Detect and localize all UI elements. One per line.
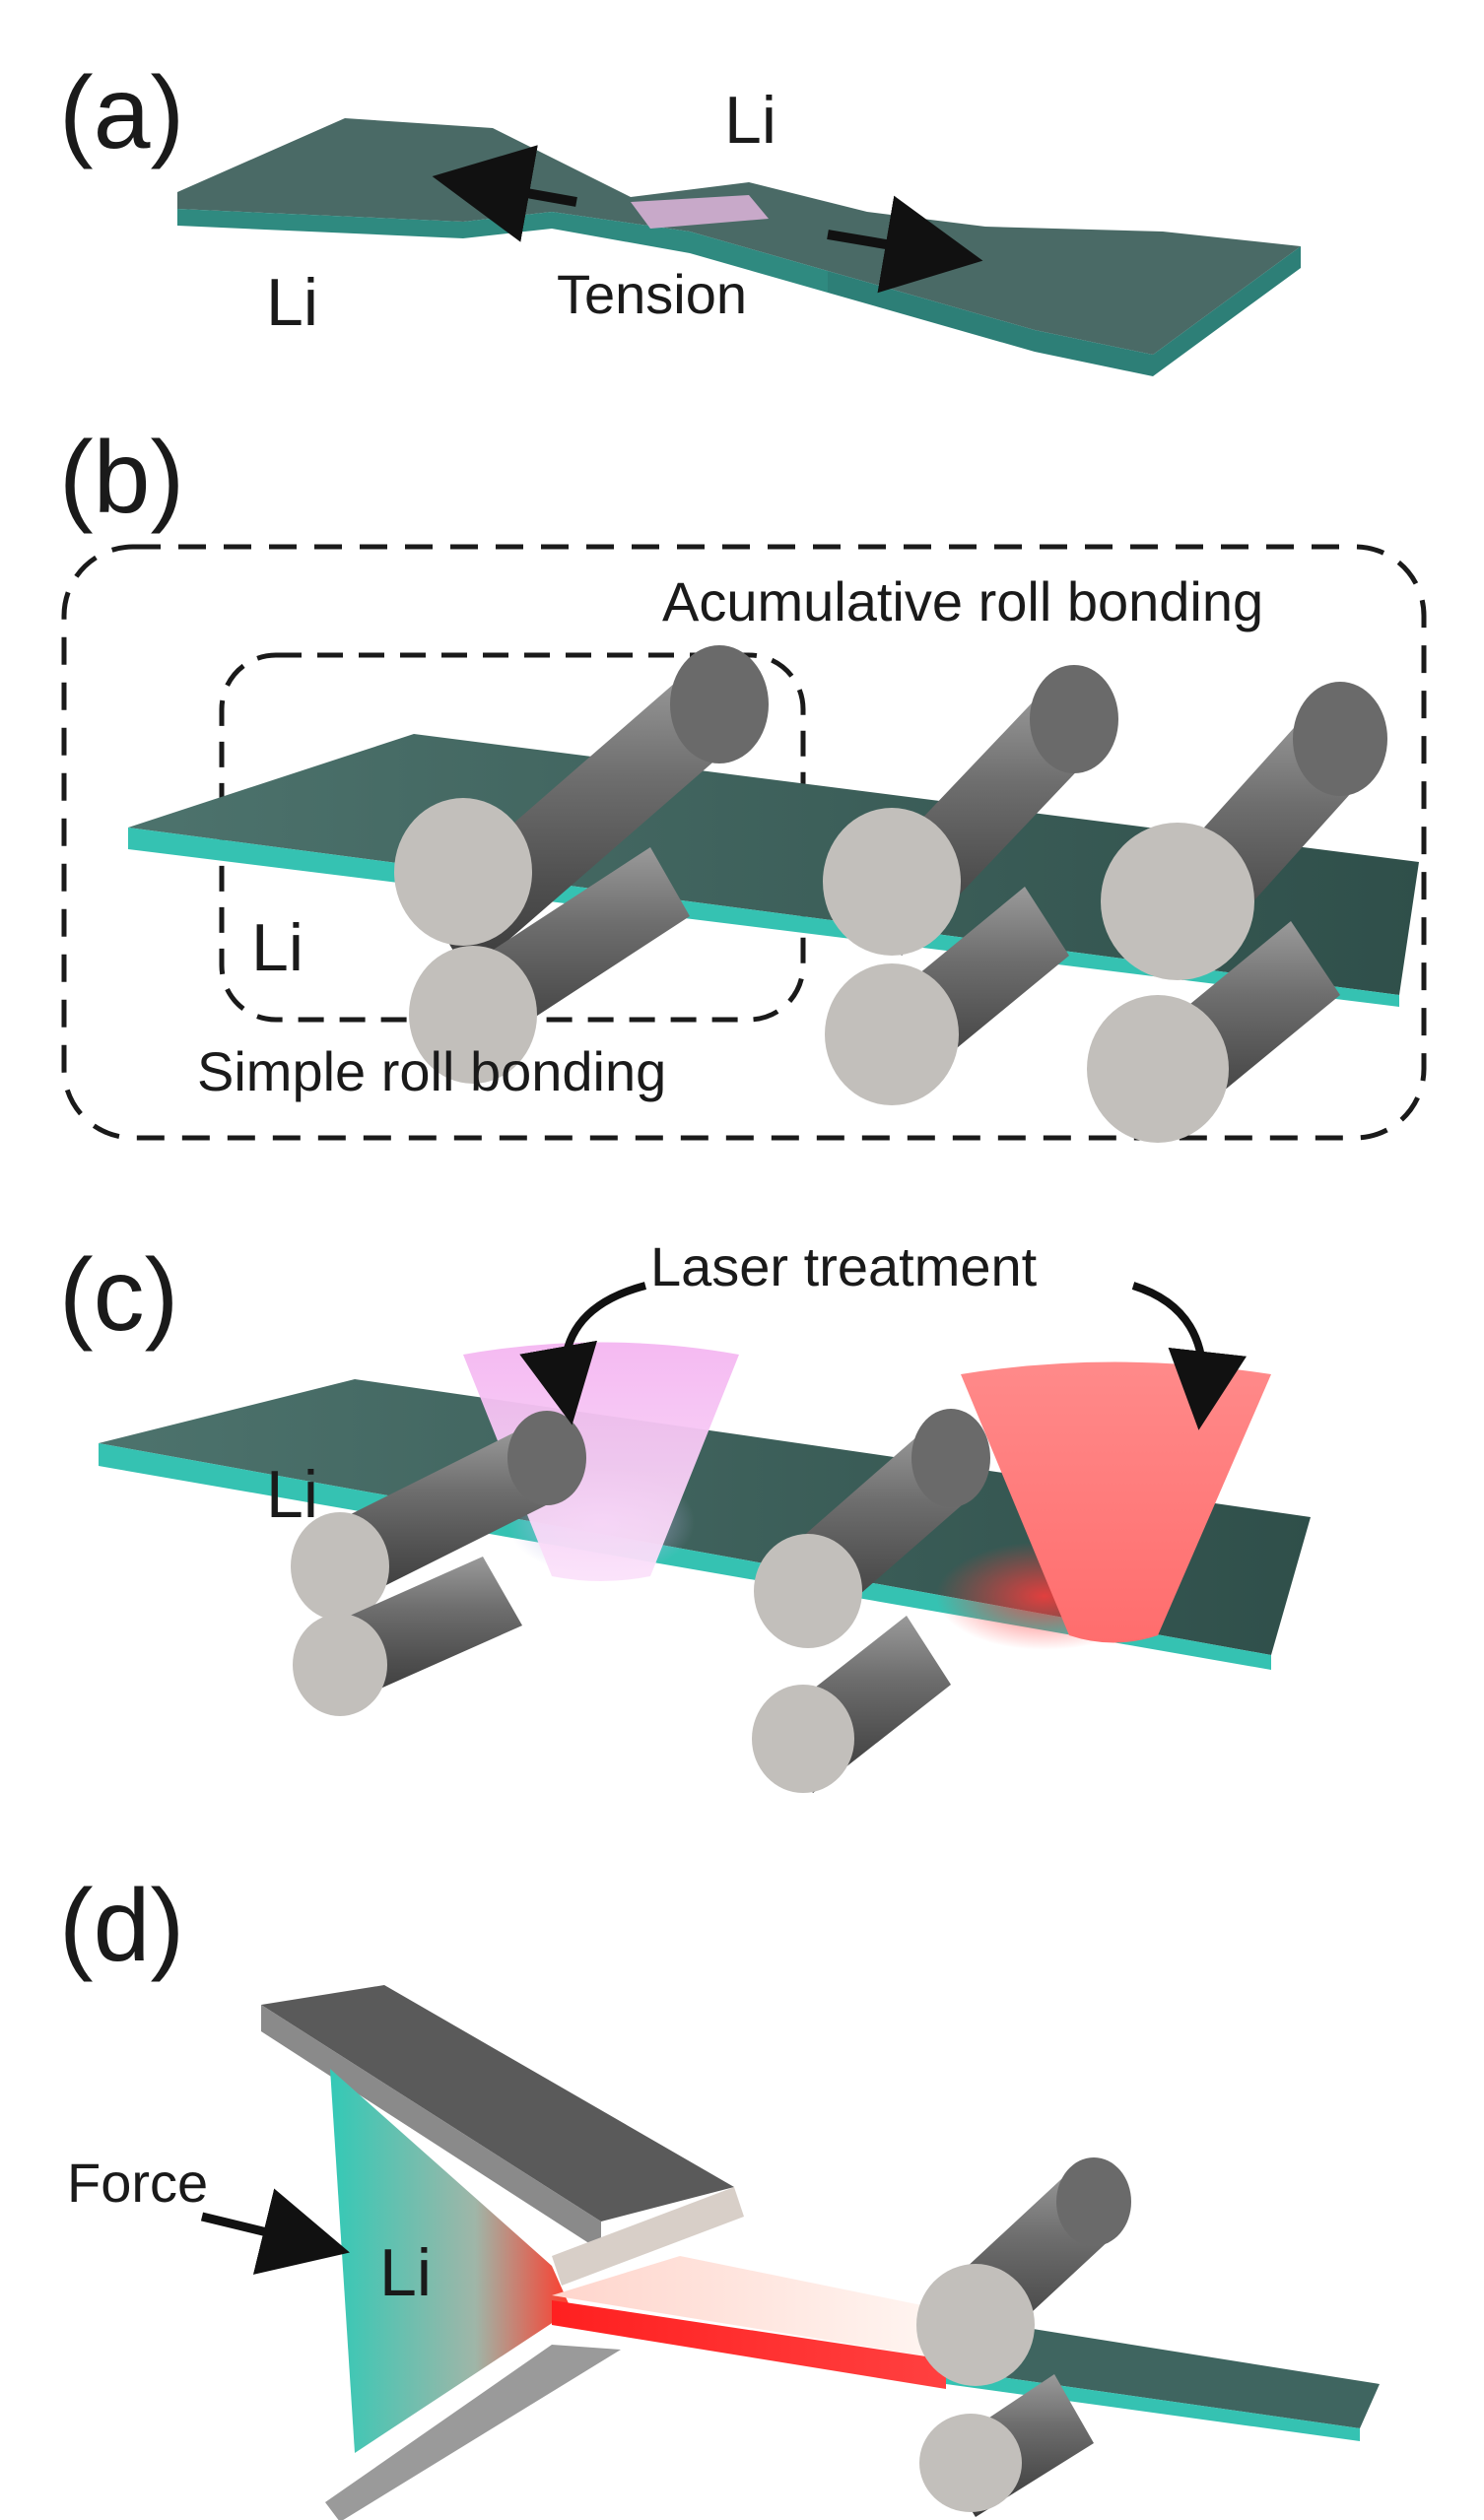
laser-cone-2 [961,1361,1271,1643]
roller-front-cap [394,798,532,946]
panel-b-roller-pair-1 [394,645,769,1084]
roller-front-cap [823,808,961,956]
accumulative-roll-bonding-label: Acumulative roll bonding [662,570,1263,632]
arrow-right-icon [827,195,983,294]
panel-c-label: (c) [59,1238,178,1353]
panel-c: (c) Laser treatme [59,1235,1311,1793]
roller-back-cap [670,645,769,763]
panel-d-material-label: Li [379,2235,432,2310]
force-label: Force [67,2152,208,2214]
heated-strip-edge [552,2300,946,2389]
roller-front-cap [293,1614,387,1716]
curved-arrow-icon [519,1282,647,1426]
roller-back-cap [507,1411,586,1505]
li-wedge [330,2069,572,2453]
panel-b-roller-pair-3 [1087,682,1387,1143]
roller-front-cap [1087,995,1229,1143]
panel-a-label: (a) [59,56,184,170]
specimen-mid-edge [552,212,828,293]
roller-back-cap [911,1409,990,1507]
panel-d-roller-pair [916,2157,1131,2517]
panel-a-material-left: Li [266,265,318,340]
panel-d-foil-top [946,2315,1380,2428]
panel-c-roller-pair-1 [291,1411,586,1716]
panel-b-roller-pair-2 [823,665,1118,1105]
specimen-right-edge [828,246,1301,376]
roller-front-cap [1101,823,1254,980]
die-top-edge [261,2005,601,2251]
curved-arrow-icon [1131,1282,1248,1430]
accumulative-roll-bonding-box [61,544,1427,1141]
panel-a-material-top: Li [724,83,776,158]
panel-d: (d) Force Li [59,1869,1380,2520]
force-arrow-icon [200,2188,350,2275]
die-lip [552,2187,744,2286]
panel-b-material-label: Li [251,910,304,985]
die-bottom-plate [325,2345,621,2520]
roller-back-cap [1030,665,1118,773]
roller-front-cap [409,946,537,1084]
panel-b-label: (b) [59,421,184,535]
roller-front-cap [916,2264,1035,2386]
roller-back-cap [1056,2157,1131,2246]
die-top-surface [261,1985,734,2222]
panel-a: (a) Li Li Tension [59,56,1301,376]
heated-strip-top [552,2256,946,2359]
roller-back-cap [1293,682,1387,796]
roller-front-cap [752,1685,854,1793]
arrow-left-icon [432,145,577,242]
gauge-region [631,195,769,229]
laser-treatment-label: Laser treatment [650,1235,1038,1297]
panel-c-roller-pair-2 [752,1409,990,1793]
panel-d-label: (d) [59,1869,184,1983]
simple-roll-bonding-label: Simple roll bonding [197,1040,666,1102]
roller-front-cap [919,2414,1022,2512]
roller-front-cap [754,1534,862,1648]
die-top-plate [261,1985,744,2286]
panel-c-material-label: Li [266,1457,318,1532]
panel-b: (b) [59,421,1427,1143]
roller-front-cap [825,963,959,1105]
roller-front-cap [291,1512,389,1621]
panel-a-process-label: Tension [557,263,747,325]
